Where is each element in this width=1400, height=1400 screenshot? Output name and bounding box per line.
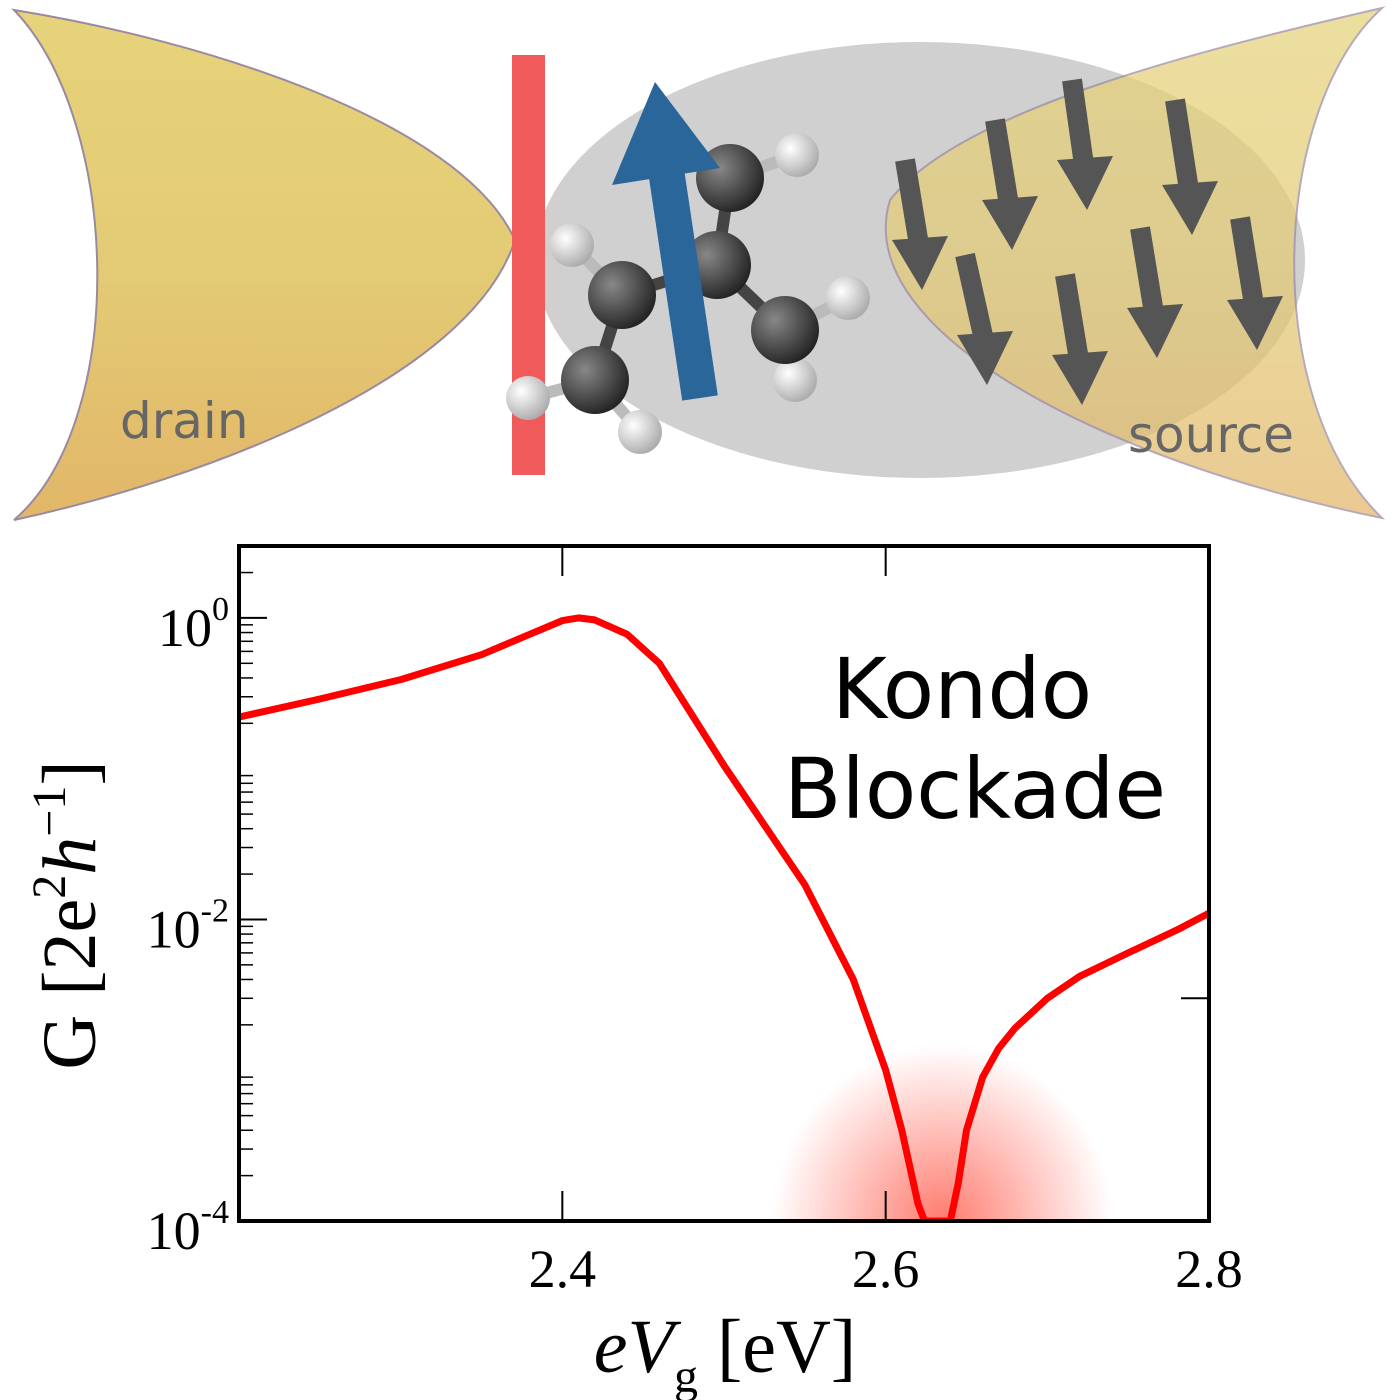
arrow-shaft bbox=[1055, 273, 1089, 362]
arrow-shaft bbox=[1230, 216, 1264, 307]
spin-up-arrow-icon bbox=[612, 82, 720, 401]
plot-frame bbox=[237, 544, 1211, 1223]
arrow-head bbox=[982, 196, 1038, 250]
conductance-curve bbox=[239, 614, 1209, 1221]
y-axis-label-main: G [2e bbox=[28, 899, 112, 1070]
x-tick-label: 2.4 bbox=[529, 1239, 597, 1299]
spin-down-arrow-icon bbox=[1162, 98, 1218, 235]
spin-down-arrow-icon bbox=[1057, 78, 1113, 210]
axis-ticks: 2.4 2.6 2.8 100 10-2 10-4 bbox=[147, 545, 1243, 1299]
annotation-blockade: Blockade bbox=[784, 740, 1166, 838]
arrow-shaft bbox=[1165, 98, 1199, 192]
spin-down-arrow-icon bbox=[955, 252, 1013, 385]
spin-down-arrow-icon bbox=[1052, 273, 1108, 405]
y-tick-label: 10-2 bbox=[147, 892, 229, 959]
x-tick-label: 2.6 bbox=[852, 1239, 920, 1299]
arrow-head bbox=[1127, 304, 1183, 358]
arrow-head bbox=[1162, 181, 1218, 235]
arrow-head bbox=[957, 331, 1013, 385]
spin-down-arrow-icon bbox=[1127, 226, 1183, 358]
arrow-shaft bbox=[1062, 78, 1094, 167]
spin-down-arrows bbox=[892, 78, 1283, 405]
spin-down-arrow-icon bbox=[1227, 216, 1283, 350]
arrow-head bbox=[892, 236, 948, 290]
arrow-head bbox=[1057, 156, 1113, 210]
annotation-kondo: Kondo bbox=[832, 640, 1092, 738]
arrow-shaft bbox=[895, 158, 929, 247]
arrow-shaft bbox=[955, 252, 994, 343]
drain-electrode bbox=[11, 8, 517, 521]
x-axis-label: eVg [eV] bbox=[594, 1305, 856, 1400]
arrow-head bbox=[1052, 351, 1108, 405]
source-label: source bbox=[1128, 406, 1294, 464]
molecular-junction-diagram: drain source bbox=[11, 6, 1386, 521]
drain-label: drain bbox=[120, 392, 249, 450]
arrow-head bbox=[1227, 296, 1283, 350]
spin-down-arrow-icon bbox=[892, 158, 948, 290]
y-tick-label: 100 bbox=[158, 591, 229, 658]
arrow-shaft bbox=[1130, 226, 1164, 315]
y-tick-label: 10-4 bbox=[147, 1194, 229, 1261]
spin-down-arrow-icon bbox=[982, 118, 1038, 250]
blockade-highlight bbox=[772, 1045, 1113, 1221]
x-tick-label: 2.8 bbox=[1175, 1239, 1243, 1299]
y-axis-label: G [2e2h−1] bbox=[23, 760, 112, 1069]
arrow-shaft bbox=[985, 118, 1019, 207]
